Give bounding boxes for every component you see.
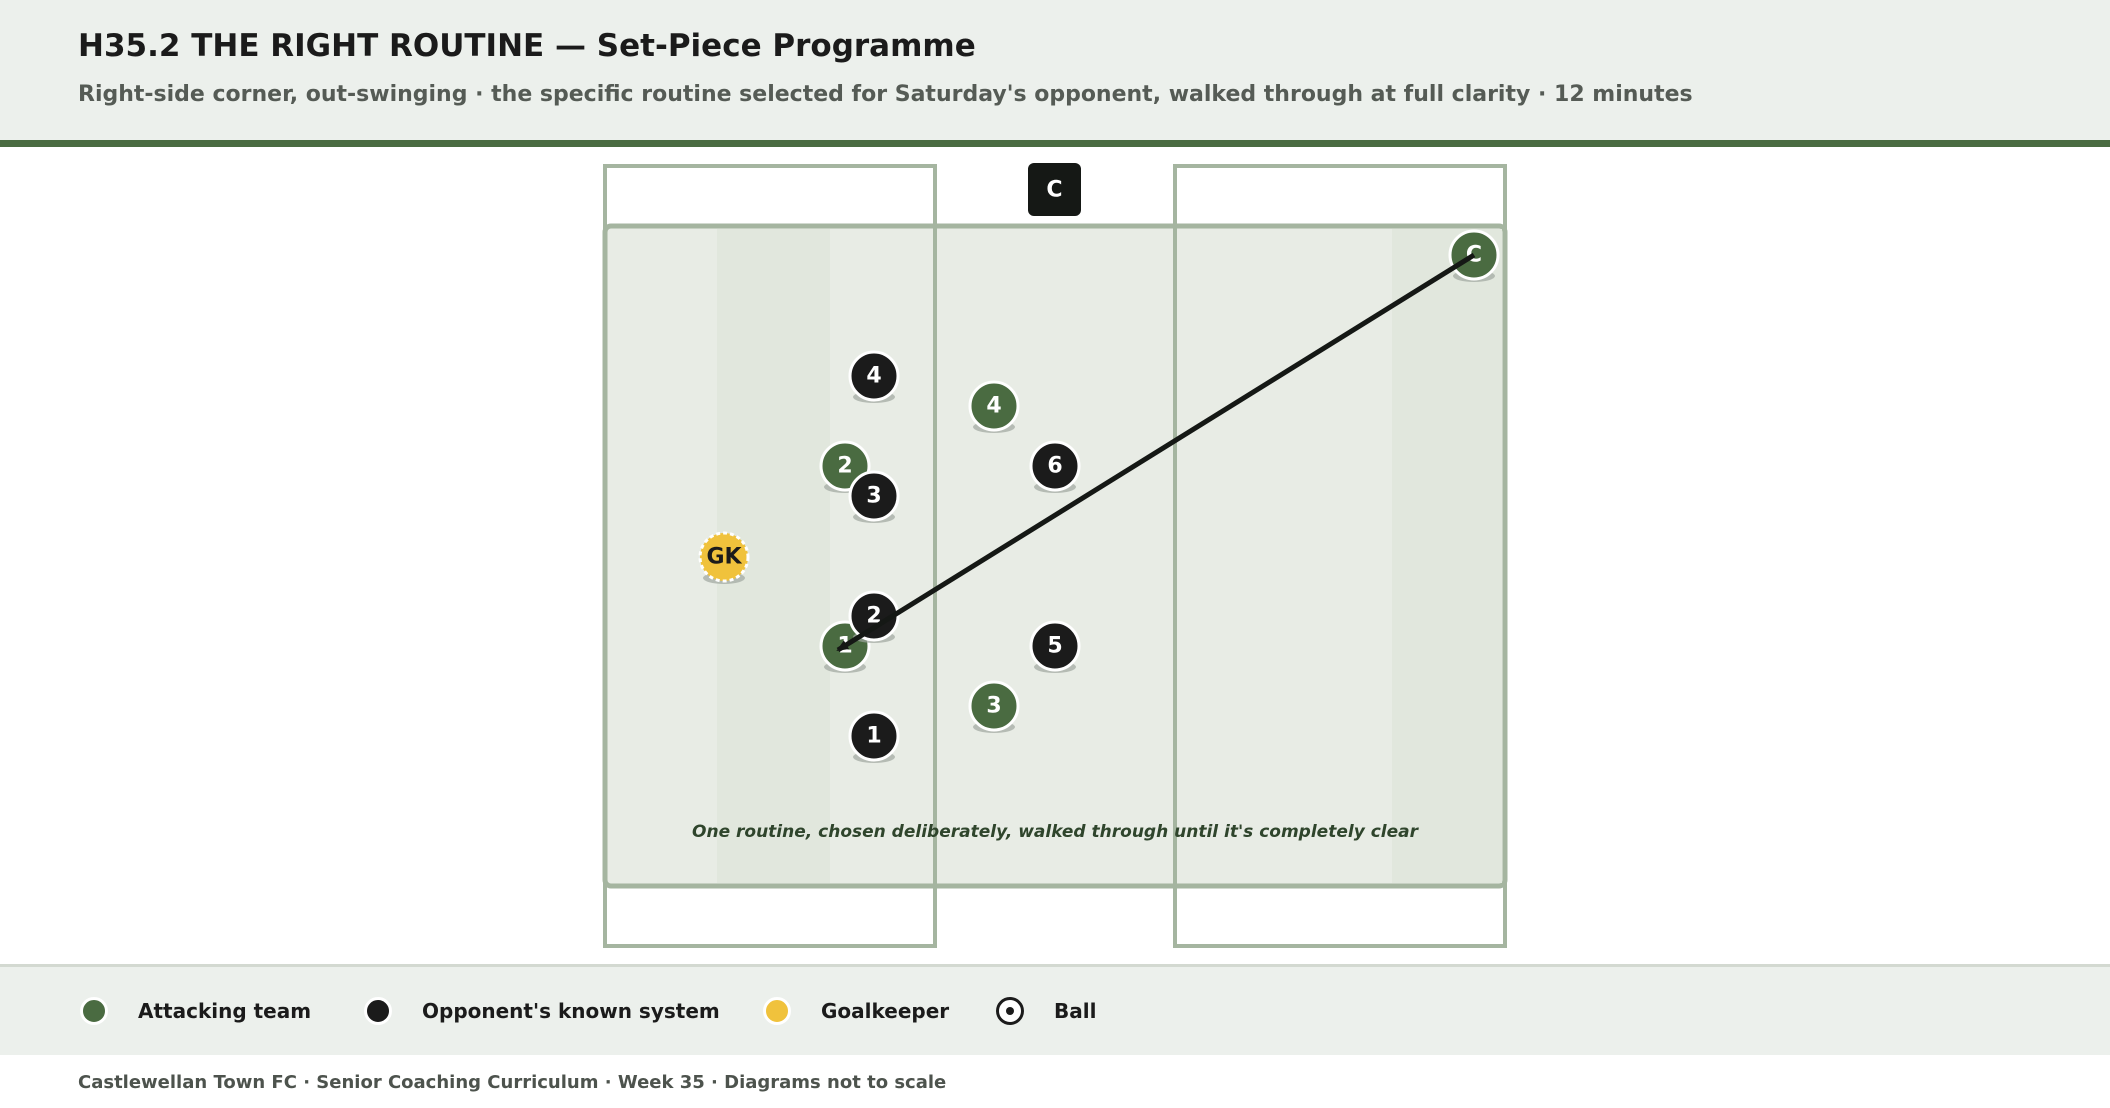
diagram-caption: One routine, chosen deliberately, walked…	[692, 822, 1420, 842]
legend-attacking: Attacking team	[80, 995, 311, 1027]
coach-marker	[1028, 163, 1081, 216]
page-subtitle: Right-side corner, out-swinging · the sp…	[78, 82, 1693, 107]
delivery-arrow	[836, 252, 1476, 653]
svg-text:4: 4	[866, 364, 881, 389]
legend-goalkeeper: Goalkeeper	[763, 995, 949, 1027]
header: H35.2 THE RIGHT ROUTINE — Set-Piece Prog…	[0, 0, 2110, 140]
pitch-stripe	[1392, 229, 1502, 883]
ball-icon	[996, 997, 1024, 1025]
svg-text:6: 6	[1047, 454, 1062, 479]
opponent-1: 1	[848, 710, 900, 763]
corner-taker: C	[1448, 229, 1500, 282]
header-divider	[0, 140, 2110, 147]
legend: Attacking team Opponent's known system G…	[0, 964, 2110, 1055]
svg-text:3: 3	[866, 484, 881, 509]
opponent-2: 2	[848, 590, 900, 643]
svg-text:4: 4	[986, 394, 1001, 419]
svg-text:GK: GK	[706, 545, 742, 570]
opponent-6: 6	[1029, 440, 1081, 493]
svg-text:3: 3	[986, 694, 1001, 719]
opponent-3: 3	[848, 470, 900, 523]
goalkeeper: GK	[698, 531, 750, 584]
svg-text:2: 2	[866, 604, 881, 629]
opponent-5: 5	[1029, 620, 1081, 673]
svg-text:2: 2	[837, 454, 852, 479]
footer-note: Castlewellan Town FC · Senior Coaching C…	[78, 1072, 947, 1093]
legend-ball: Ball	[996, 995, 1096, 1027]
legend-opponent: Opponent's known system	[364, 995, 720, 1027]
pitch-diagram: C C 4 2 4 6 3 GK 1	[602, 163, 1508, 948]
goalkeeper-icon	[763, 997, 791, 1025]
attacker-4: 4	[968, 380, 1020, 433]
coach-marker-label: C	[1046, 178, 1062, 203]
attacker-3: 3	[968, 680, 1020, 733]
opponent-team-icon	[364, 997, 392, 1025]
svg-text:C: C	[1466, 243, 1482, 268]
opponent-4: 4	[848, 350, 900, 403]
page-title: H35.2 THE RIGHT ROUTINE — Set-Piece Prog…	[78, 28, 976, 64]
svg-text:1: 1	[866, 724, 881, 749]
svg-text:5: 5	[1047, 634, 1062, 659]
attacking-team-icon	[80, 997, 108, 1025]
